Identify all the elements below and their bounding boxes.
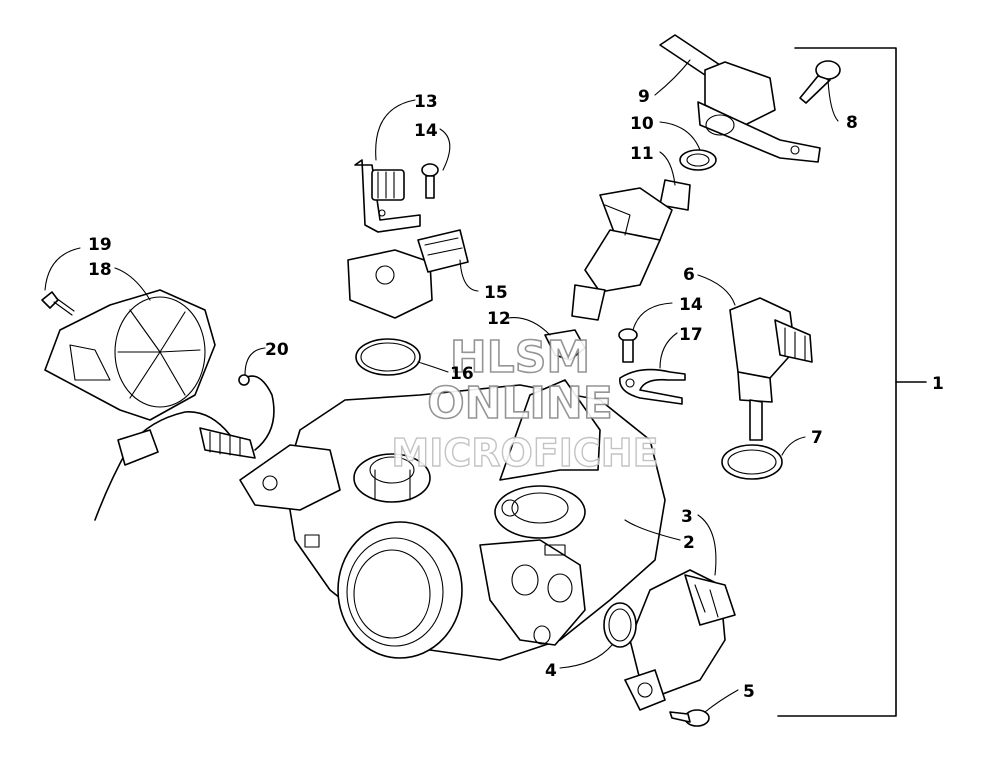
assembly-bracket	[777, 47, 927, 717]
sensor-6-screw[interactable]	[618, 328, 638, 363]
rail-screw[interactable]	[799, 60, 841, 104]
callout-13: 13	[414, 92, 438, 112]
clip-screw[interactable]	[421, 163, 439, 199]
leader-lines	[44, 59, 839, 713]
fuel-rail-cap[interactable]	[659, 34, 821, 163]
injector-o-ring[interactable]	[679, 149, 717, 171]
injector-clip[interactable]	[544, 329, 586, 361]
sensor-o-ring[interactable]	[355, 338, 421, 376]
callout-18: 18	[88, 260, 112, 280]
callout-5: 5	[743, 682, 755, 702]
fuel-injector[interactable]	[571, 179, 691, 321]
callout-11: 11	[630, 144, 654, 164]
tps-screw[interactable]	[669, 709, 710, 727]
throttle-body[interactable]	[239, 379, 666, 661]
watermark-line3: MICROFICHE	[391, 431, 658, 475]
callout-2: 2	[683, 533, 695, 553]
callout-12: 12	[487, 309, 511, 329]
cover-screw[interactable]	[41, 291, 75, 316]
watermark-line2: ONLINE	[427, 378, 613, 429]
sensor-6-o-ring[interactable]	[721, 444, 783, 480]
map-sensor[interactable]	[347, 229, 469, 319]
watermark-line1: HLSM	[450, 332, 590, 383]
callout-6: 6	[683, 265, 695, 285]
callout-14-left: 14	[414, 121, 438, 141]
callout-17: 17	[679, 325, 703, 345]
callout-9: 9	[638, 87, 650, 107]
callout-labels: 1 2 3 4 5 6 7 8 9 10 11 12 13 14 14 15 1…	[88, 87, 944, 702]
callout-20: 20	[265, 340, 289, 360]
callout-19: 19	[88, 235, 112, 255]
wire-harness[interactable]	[94, 374, 275, 521]
callout-3: 3	[681, 507, 693, 527]
callout-4: 4	[545, 661, 557, 681]
callout-15: 15	[484, 283, 508, 303]
watermark: HLSM ONLINE MICROFICHE	[391, 331, 660, 476]
sensor-6-clip[interactable]	[619, 368, 686, 405]
callout-8: 8	[846, 113, 858, 133]
throttle-position-sensor[interactable]	[624, 569, 736, 711]
callout-16: 16	[450, 364, 474, 384]
callout-1: 1	[932, 374, 944, 394]
sensor-clip[interactable]	[354, 159, 421, 233]
callout-10: 10	[630, 114, 654, 134]
throttle-cover[interactable]	[44, 289, 216, 421]
temperature-sensor[interactable]	[729, 297, 813, 441]
callout-14-right: 14	[679, 295, 703, 315]
callout-7: 7	[811, 428, 823, 448]
